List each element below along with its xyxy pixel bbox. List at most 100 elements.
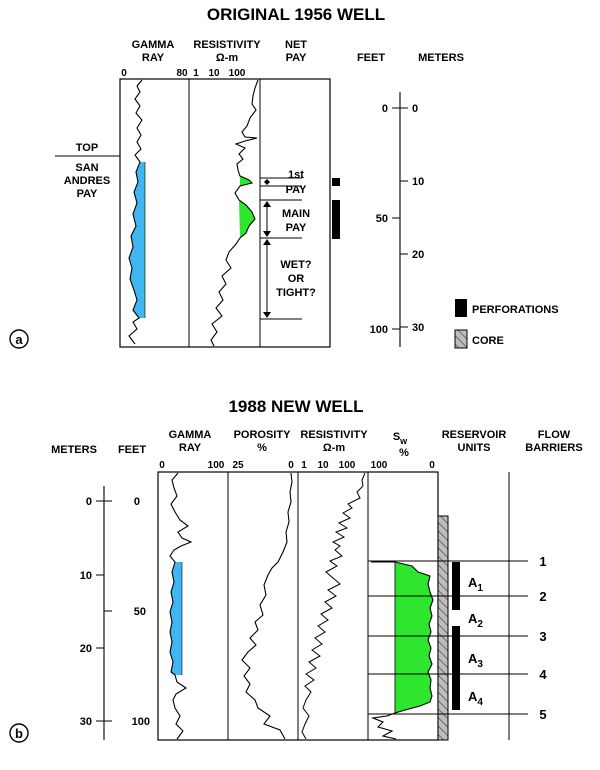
meters-b-20: 20 xyxy=(80,643,92,655)
meters-header-b: METERS xyxy=(51,444,97,456)
resistivity-unit: Ω-m xyxy=(216,52,238,64)
resistivity-header-b: RESISTIVITY xyxy=(300,429,368,441)
reservoir-units-header: RESERVOIR xyxy=(442,429,507,441)
san-andres-label-3: PAY xyxy=(77,188,98,200)
top-label: TOP xyxy=(76,142,98,154)
unit-a2-sub: 2 xyxy=(477,619,483,630)
unit-a3-a4-bar xyxy=(452,626,460,710)
res-tick-10: 10 xyxy=(208,68,220,79)
gamma-b-tick-100: 100 xyxy=(208,460,225,471)
gamma-header-b-line2: RAY xyxy=(179,442,202,454)
sw-unit: % xyxy=(399,447,409,459)
unit-a1-bar xyxy=(452,562,460,610)
main-pay-label-1: MAIN xyxy=(282,208,310,220)
pay1-arrow-up xyxy=(264,179,270,182)
feet-100: 100 xyxy=(370,324,388,336)
porosity-tick-25: 25 xyxy=(232,460,244,471)
res-b-tick-1: 1 xyxy=(301,460,307,471)
flow-barrier-lines xyxy=(368,560,528,715)
resistivity-curve xyxy=(210,79,259,347)
sw-sub: w xyxy=(399,436,408,446)
unit-a3-sub: 3 xyxy=(477,659,483,670)
res-tick-100: 100 xyxy=(229,68,246,79)
core-legend-label: CORE xyxy=(472,335,504,347)
unit-a3-main: A xyxy=(468,651,478,666)
wet-arrow-down xyxy=(263,312,271,318)
sw-shaded xyxy=(395,562,433,713)
gamma-b-tick-0: 0 xyxy=(159,460,165,471)
panel-b-title: 1988 NEW WELL xyxy=(228,397,363,416)
perforations-legend-swatch xyxy=(455,299,467,317)
gamma-ray-header: GAMMA xyxy=(132,39,175,51)
unit-a2-label: A2 xyxy=(468,611,483,630)
san-andres-label-1: SAN xyxy=(75,162,98,174)
san-andres-label-2: ANDRES xyxy=(64,175,110,187)
core-legend-swatch xyxy=(454,329,468,349)
meters-30: 30 xyxy=(412,322,424,334)
main-pay-arrow-down xyxy=(263,231,271,237)
meters-b-30: 30 xyxy=(80,716,92,728)
feet-0: 0 xyxy=(382,103,388,115)
perforation-1 xyxy=(332,178,340,186)
gamma-ray-shaded-b xyxy=(170,562,182,675)
panel-a-badge xyxy=(9,329,29,349)
sw-tick-100: 100 xyxy=(371,460,388,471)
wet-label-1: WET? xyxy=(280,259,311,271)
barrier-1-label: 1 xyxy=(539,554,546,569)
unit-a4-label: A4 xyxy=(468,689,483,708)
core-column xyxy=(437,515,449,741)
res-tick-1: 1 xyxy=(193,68,199,79)
panel-b: 1988 NEW WELL METERS FEET GAMMA RAY PORO… xyxy=(9,397,583,743)
unit-a1-label: A1 xyxy=(468,575,483,594)
net-pay-annotations xyxy=(260,177,302,320)
net-pay-header: NET xyxy=(285,39,307,51)
feet-header: FEET xyxy=(357,52,385,64)
depth-ticks xyxy=(392,107,408,330)
feet-b-100: 100 xyxy=(132,716,150,728)
gamma-header-b: GAMMA xyxy=(169,429,212,441)
unit-a1-main: A xyxy=(468,575,478,590)
unit-a3-label: A3 xyxy=(468,651,483,670)
feet-header-b: FEET xyxy=(118,444,146,456)
barrier-4-label: 4 xyxy=(539,667,547,682)
reservoir-units-header-line2: UNITS xyxy=(458,442,491,454)
res-b-tick-10: 10 xyxy=(317,460,329,471)
meters-b-10: 10 xyxy=(80,570,92,582)
resistivity-unit-b: Ω-m xyxy=(323,442,345,454)
porosity-tick-0: 0 xyxy=(288,460,294,471)
panel-b-letter: b xyxy=(15,726,23,741)
gamma-tick-80: 80 xyxy=(176,68,188,79)
wet-label-3: TIGHT? xyxy=(276,287,316,299)
resistivity-header: RESISTIVITY xyxy=(193,39,261,51)
porosity-curve xyxy=(241,472,293,740)
resistivity-curve-b xyxy=(301,472,366,740)
panel-a: ORIGINAL 1956 WELL GAMMA RAY RESISTIVITY… xyxy=(9,5,559,349)
flow-barriers-header-line2: BARRIERS xyxy=(525,442,582,454)
unit-a4-sub: 4 xyxy=(477,697,483,708)
meters-b-0: 0 xyxy=(86,496,92,508)
meters-10: 10 xyxy=(412,176,424,188)
main-pay-label-2: PAY xyxy=(286,222,307,234)
unit-a4-main: A xyxy=(468,689,478,704)
res-b-tick-100: 100 xyxy=(339,460,356,471)
unit-a2-main: A xyxy=(468,611,478,626)
meters-20: 20 xyxy=(412,249,424,261)
barrier-5-label: 5 xyxy=(539,707,546,722)
depth-ticks-b xyxy=(96,500,112,722)
panel-a-title: ORIGINAL 1956 WELL xyxy=(207,5,385,24)
sw-main: S xyxy=(393,431,400,443)
sw-curve xyxy=(370,561,434,740)
log-track-frame xyxy=(119,78,331,348)
unit-a1-sub: 1 xyxy=(477,583,483,594)
main-pay-shaded xyxy=(239,200,255,238)
net-pay-header-line2: PAY xyxy=(286,52,307,64)
pay1-arrow-down xyxy=(264,182,270,185)
wet-arrow-up xyxy=(263,239,271,245)
perforation-2 xyxy=(332,200,340,239)
feet-b-50: 50 xyxy=(134,606,146,618)
flow-barriers-header: FLOW xyxy=(538,429,571,441)
meters-0: 0 xyxy=(412,103,418,115)
first-pay-label-1: 1st xyxy=(288,169,304,181)
sw-tick-0: 0 xyxy=(429,460,435,471)
